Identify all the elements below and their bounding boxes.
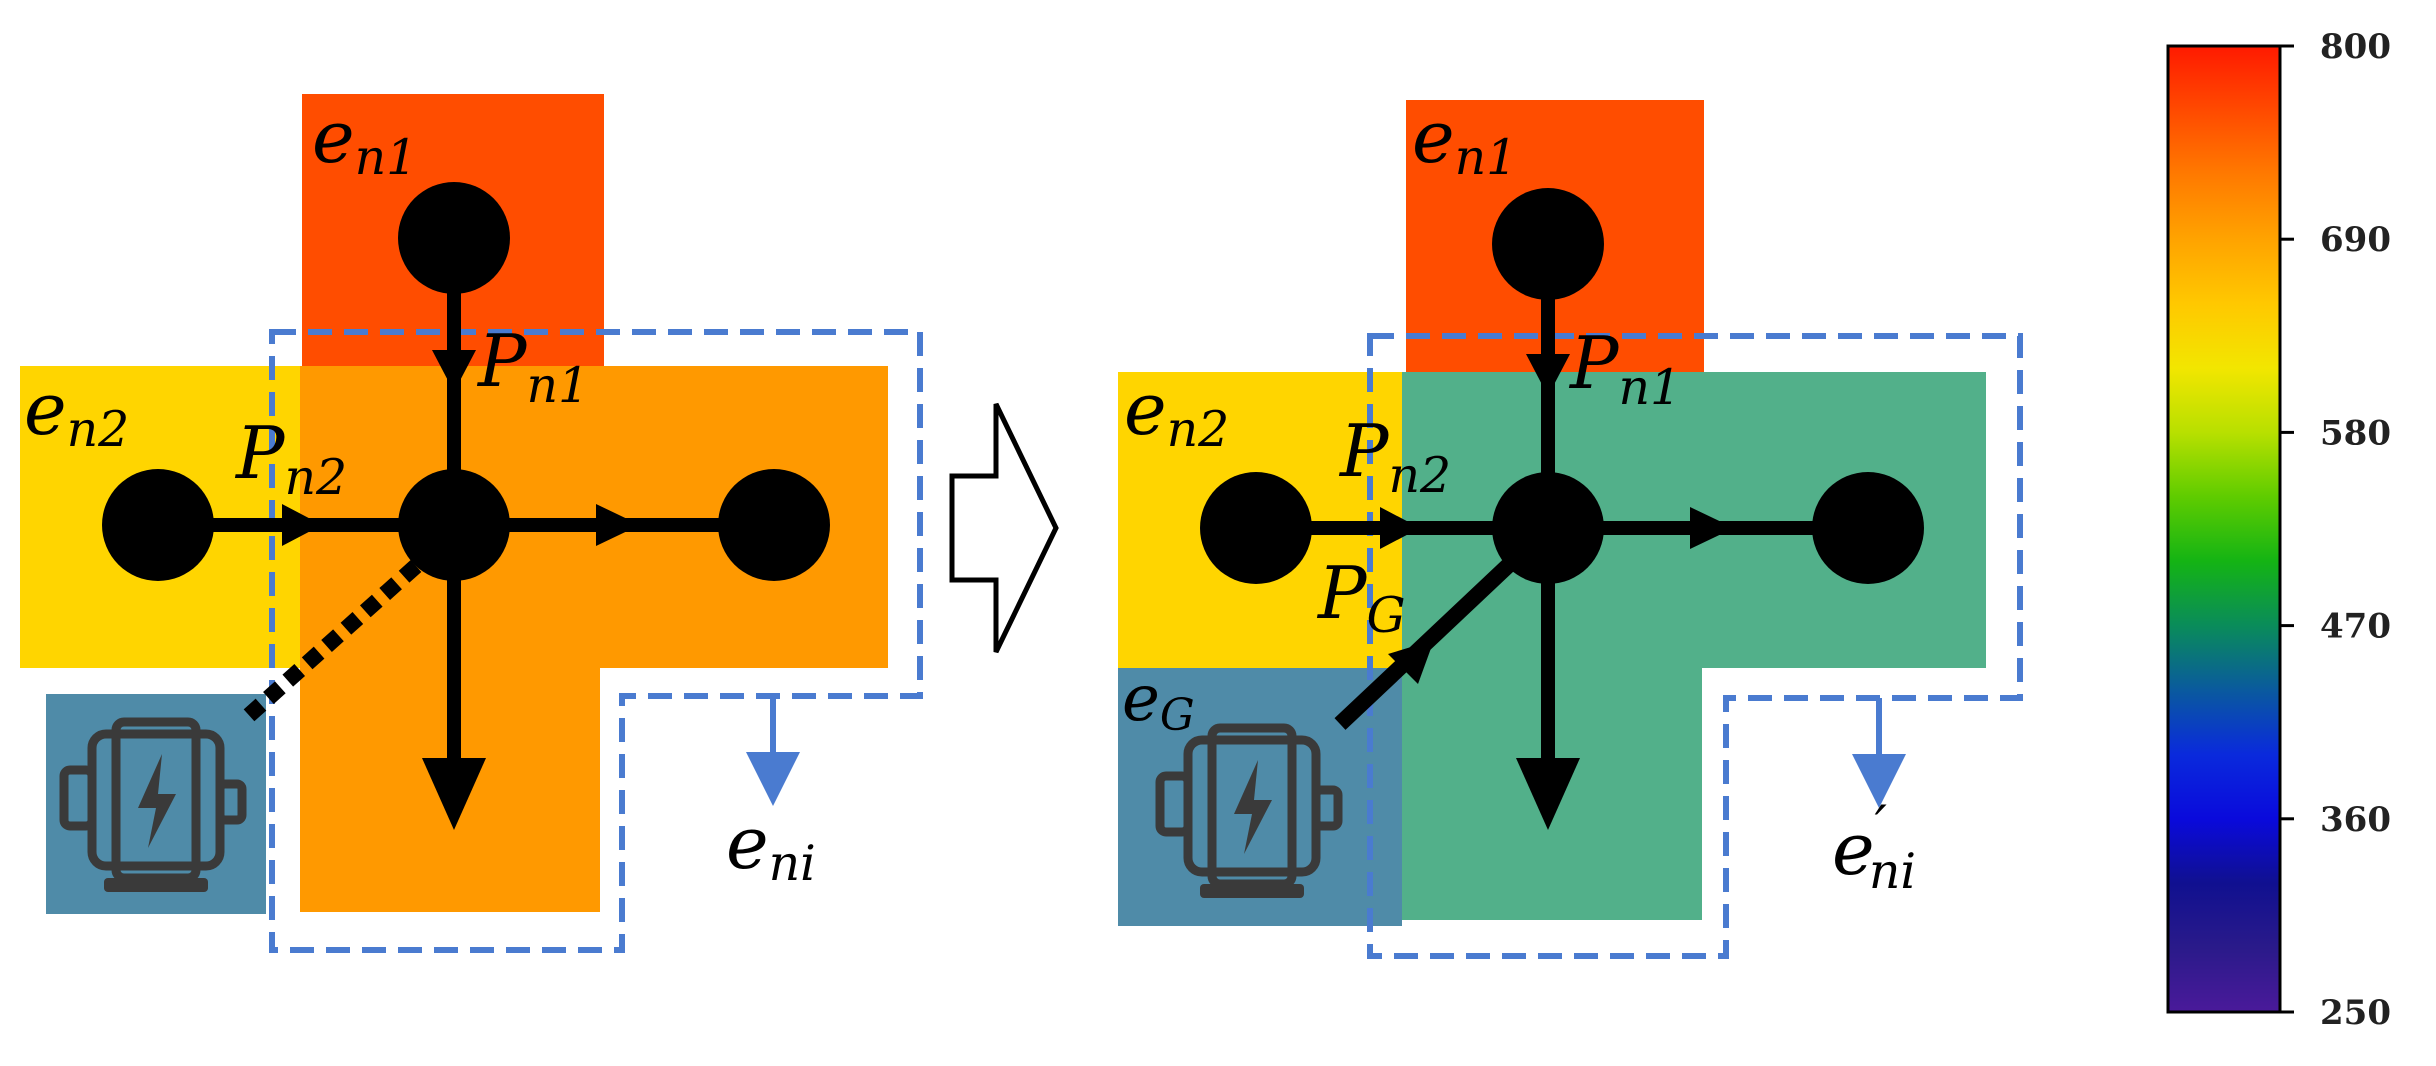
left-label-en2: en2 [24, 367, 129, 458]
right-boundary-dashed [1367, 333, 2023, 959]
right-label-pn1: Pn1 [1568, 321, 1681, 416]
left-label-eni: eni [726, 801, 816, 892]
left-node-right [718, 469, 830, 581]
right-label-eni-prime: e′ni [1832, 794, 1916, 900]
right-nodes [1200, 188, 1924, 584]
left-zone-eni [300, 366, 888, 912]
right-label-pg: PG [1316, 551, 1406, 644]
right-label-en2: en2 [1124, 367, 1229, 458]
left-label-pn1: Pn1 [476, 319, 589, 414]
colorbar-tick-label: 250 [2320, 993, 2391, 1033]
right-arrowheads [1380, 354, 1906, 830]
colorbar-tick-label: 470 [2320, 607, 2391, 647]
left-label-pn2: Pn2 [234, 411, 347, 506]
colorbar-tick-label: 690 [2320, 220, 2391, 260]
left-nodes [102, 182, 830, 581]
right-node-n1 [1492, 188, 1604, 300]
left-node-center [398, 469, 510, 581]
left-boundary-dashed [269, 329, 923, 953]
right-node-center [1492, 472, 1604, 584]
colorbar-gradient [2166, 44, 2282, 1014]
left-node-n2 [102, 469, 214, 581]
left-node-n1 [398, 182, 510, 294]
colorbar-tick-label: 800 [2320, 27, 2391, 67]
left-power-unit-icon [59, 717, 247, 892]
right-node-n2 [1200, 472, 1312, 584]
right-power-unit-icon [1155, 723, 1343, 898]
right-arrow-pn1 [1526, 354, 1570, 396]
right-arrow-eni [1852, 754, 1906, 808]
right-arrow-pg [1388, 640, 1434, 684]
right-diagram: en1 en2 Pn1 Pn2 PG eG e′ni [1118, 95, 2023, 959]
colorbar: 800 690 580 470 360 250 [2166, 27, 2391, 1033]
left-label-en1: en1 [312, 95, 417, 186]
right-zone-eni [1402, 372, 1986, 920]
right-arrow-out-right [1690, 507, 1734, 549]
right-arrow-out-down [1516, 758, 1580, 830]
right-label-en1: en1 [1412, 95, 1517, 186]
left-arrowheads [282, 350, 800, 830]
left-arrow-out-right [596, 504, 640, 546]
left-diagram: en1 en2 Pn1 Pn2 eni [20, 94, 923, 953]
right-node-right [1812, 472, 1924, 584]
left-arrow-pn1 [432, 350, 476, 392]
hollow-right-arrow-icon [949, 402, 1059, 654]
colorbar-ticks: 800 690 580 470 360 250 [2280, 27, 2391, 1033]
left-arrow-eni [746, 752, 800, 806]
left-arrow-out-down [422, 758, 486, 830]
right-label-pn2: Pn2 [1338, 409, 1451, 504]
colorbar-tick-label: 580 [2320, 413, 2391, 453]
left-arrow-pn2 [282, 504, 322, 546]
right-arrow-pn2 [1380, 507, 1420, 549]
right-label-eg: eG [1122, 662, 1195, 741]
colorbar-tick-label: 360 [2320, 800, 2391, 840]
